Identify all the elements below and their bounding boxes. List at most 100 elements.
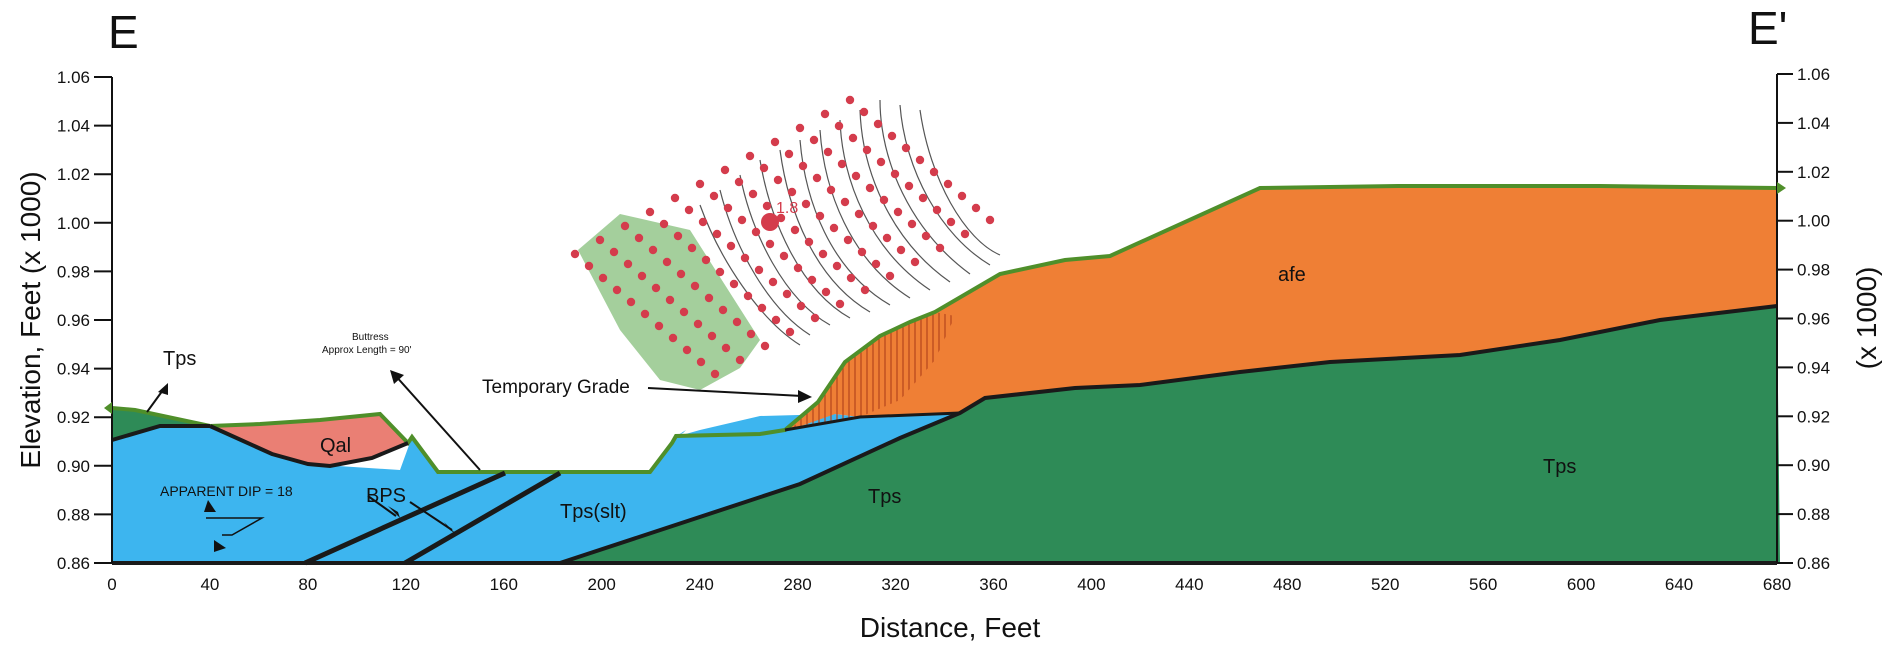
grid-point xyxy=(868,221,878,231)
y-tick-label-left: 0.90 xyxy=(57,457,90,476)
x-tick-label: 160 xyxy=(490,575,518,594)
x-tick-label: 120 xyxy=(392,575,420,594)
grid-point xyxy=(721,343,731,353)
y2-axis-title: (x 1000) xyxy=(1851,267,1882,370)
grid-point xyxy=(670,193,680,203)
grid-point xyxy=(921,231,931,241)
grid-point xyxy=(695,179,705,189)
grid-point xyxy=(598,273,608,283)
grid-point xyxy=(712,229,722,239)
grid-point xyxy=(812,173,822,183)
x-tick-label: 80 xyxy=(298,575,317,594)
grid-point xyxy=(771,315,781,325)
x-tick-label: 680 xyxy=(1763,575,1791,594)
grid-point xyxy=(885,271,895,281)
grid-point xyxy=(815,211,825,221)
grid-point xyxy=(696,357,706,367)
y-tick-label-right: 0.96 xyxy=(1797,310,1830,329)
tps-middle-label: Tps xyxy=(868,486,901,508)
grid-point xyxy=(854,209,864,219)
grid-point xyxy=(701,255,711,265)
grid-point xyxy=(810,313,820,323)
left-ground-marker xyxy=(104,402,112,414)
grid-point xyxy=(845,95,855,105)
temporary-grade-arrow-line xyxy=(647,387,803,397)
y-tick-label-right: 0.92 xyxy=(1797,407,1830,426)
y-tick-label-left: 0.92 xyxy=(57,408,90,427)
critical-center-point xyxy=(761,213,779,231)
grid-point xyxy=(637,271,647,281)
grid-point xyxy=(665,295,675,305)
section-right-label: E' xyxy=(1748,2,1787,54)
grid-point xyxy=(676,269,686,279)
annotations: APPARENT DIP = 18 Buttress Approx Length… xyxy=(146,332,812,552)
grid-point xyxy=(804,237,814,247)
grid-point xyxy=(879,195,889,205)
grid-point xyxy=(918,193,928,203)
grid-point xyxy=(857,247,867,257)
grid-point xyxy=(823,147,833,157)
grid-point xyxy=(779,251,789,261)
grid-point xyxy=(862,145,872,155)
grid-point xyxy=(673,231,683,241)
grid-point xyxy=(820,109,830,119)
buttress-label-line1: Buttress xyxy=(352,332,389,343)
bps-pointer-arrow-2 xyxy=(444,522,456,534)
grid-point xyxy=(729,279,739,289)
grid-point xyxy=(651,283,661,293)
grid-point xyxy=(768,277,778,287)
grid-point xyxy=(932,205,942,215)
temporary-grade-hatch xyxy=(790,312,955,430)
grid-point xyxy=(765,239,775,249)
grid-point xyxy=(634,233,644,243)
dip-symbol xyxy=(206,517,265,536)
grid-point xyxy=(818,249,828,259)
grid-point xyxy=(710,369,720,379)
y-tick-label-right: 1.04 xyxy=(1797,114,1830,133)
y-tick-label-right: 0.90 xyxy=(1797,456,1830,475)
unit-labels: Tps Qal BPS Tps(slt) Tps Tps afe xyxy=(163,264,1576,523)
tps-slt-label: Tps(slt) xyxy=(560,501,627,523)
grid-point xyxy=(929,167,939,177)
x-tick-label: 40 xyxy=(200,575,219,594)
bps-pointer-line-1 xyxy=(367,495,397,517)
grid-point xyxy=(687,243,697,253)
tps-pointer-line xyxy=(146,389,164,413)
grid-point xyxy=(793,263,803,273)
y-tick-label-left: 1.00 xyxy=(57,214,90,233)
grid-point xyxy=(693,319,703,329)
grid-point xyxy=(910,257,920,267)
grid-point xyxy=(737,215,747,225)
qal-unit-polygon xyxy=(210,414,408,466)
grid-point xyxy=(757,303,767,313)
y-tick-label-left: 1.02 xyxy=(57,165,90,184)
temporary-grade-label: Temporary Grade xyxy=(482,377,630,398)
grid-point xyxy=(723,203,733,213)
grid-point xyxy=(668,333,678,343)
grid-point xyxy=(873,119,883,129)
main-bedding-contact xyxy=(559,304,1778,565)
afe-base-contact xyxy=(784,411,961,432)
tps-right-label: Tps xyxy=(1543,456,1576,478)
grid-point xyxy=(946,217,956,227)
grid-point xyxy=(790,225,800,235)
y-tick-label-left: 1.04 xyxy=(57,117,90,136)
grid-point xyxy=(837,159,847,169)
grid-point xyxy=(726,241,736,251)
grid-point xyxy=(640,309,650,319)
afe-unit-polygon xyxy=(785,186,1777,430)
grid-point xyxy=(682,345,692,355)
grid-point xyxy=(871,259,881,269)
x-tick-label: 560 xyxy=(1469,575,1497,594)
y-axis-ticks-right: 0.860.880.900.920.940.960.981.001.021.04… xyxy=(1777,65,1830,573)
grid-point xyxy=(860,285,870,295)
grid-point xyxy=(834,121,844,131)
grid-point xyxy=(865,183,875,193)
grid-point xyxy=(740,253,750,263)
grid-point xyxy=(985,215,995,225)
grid-point xyxy=(754,265,764,275)
grid-point xyxy=(612,285,622,295)
y-tick-label-left: 0.96 xyxy=(57,311,90,330)
y-tick-label-left: 0.86 xyxy=(57,554,90,573)
